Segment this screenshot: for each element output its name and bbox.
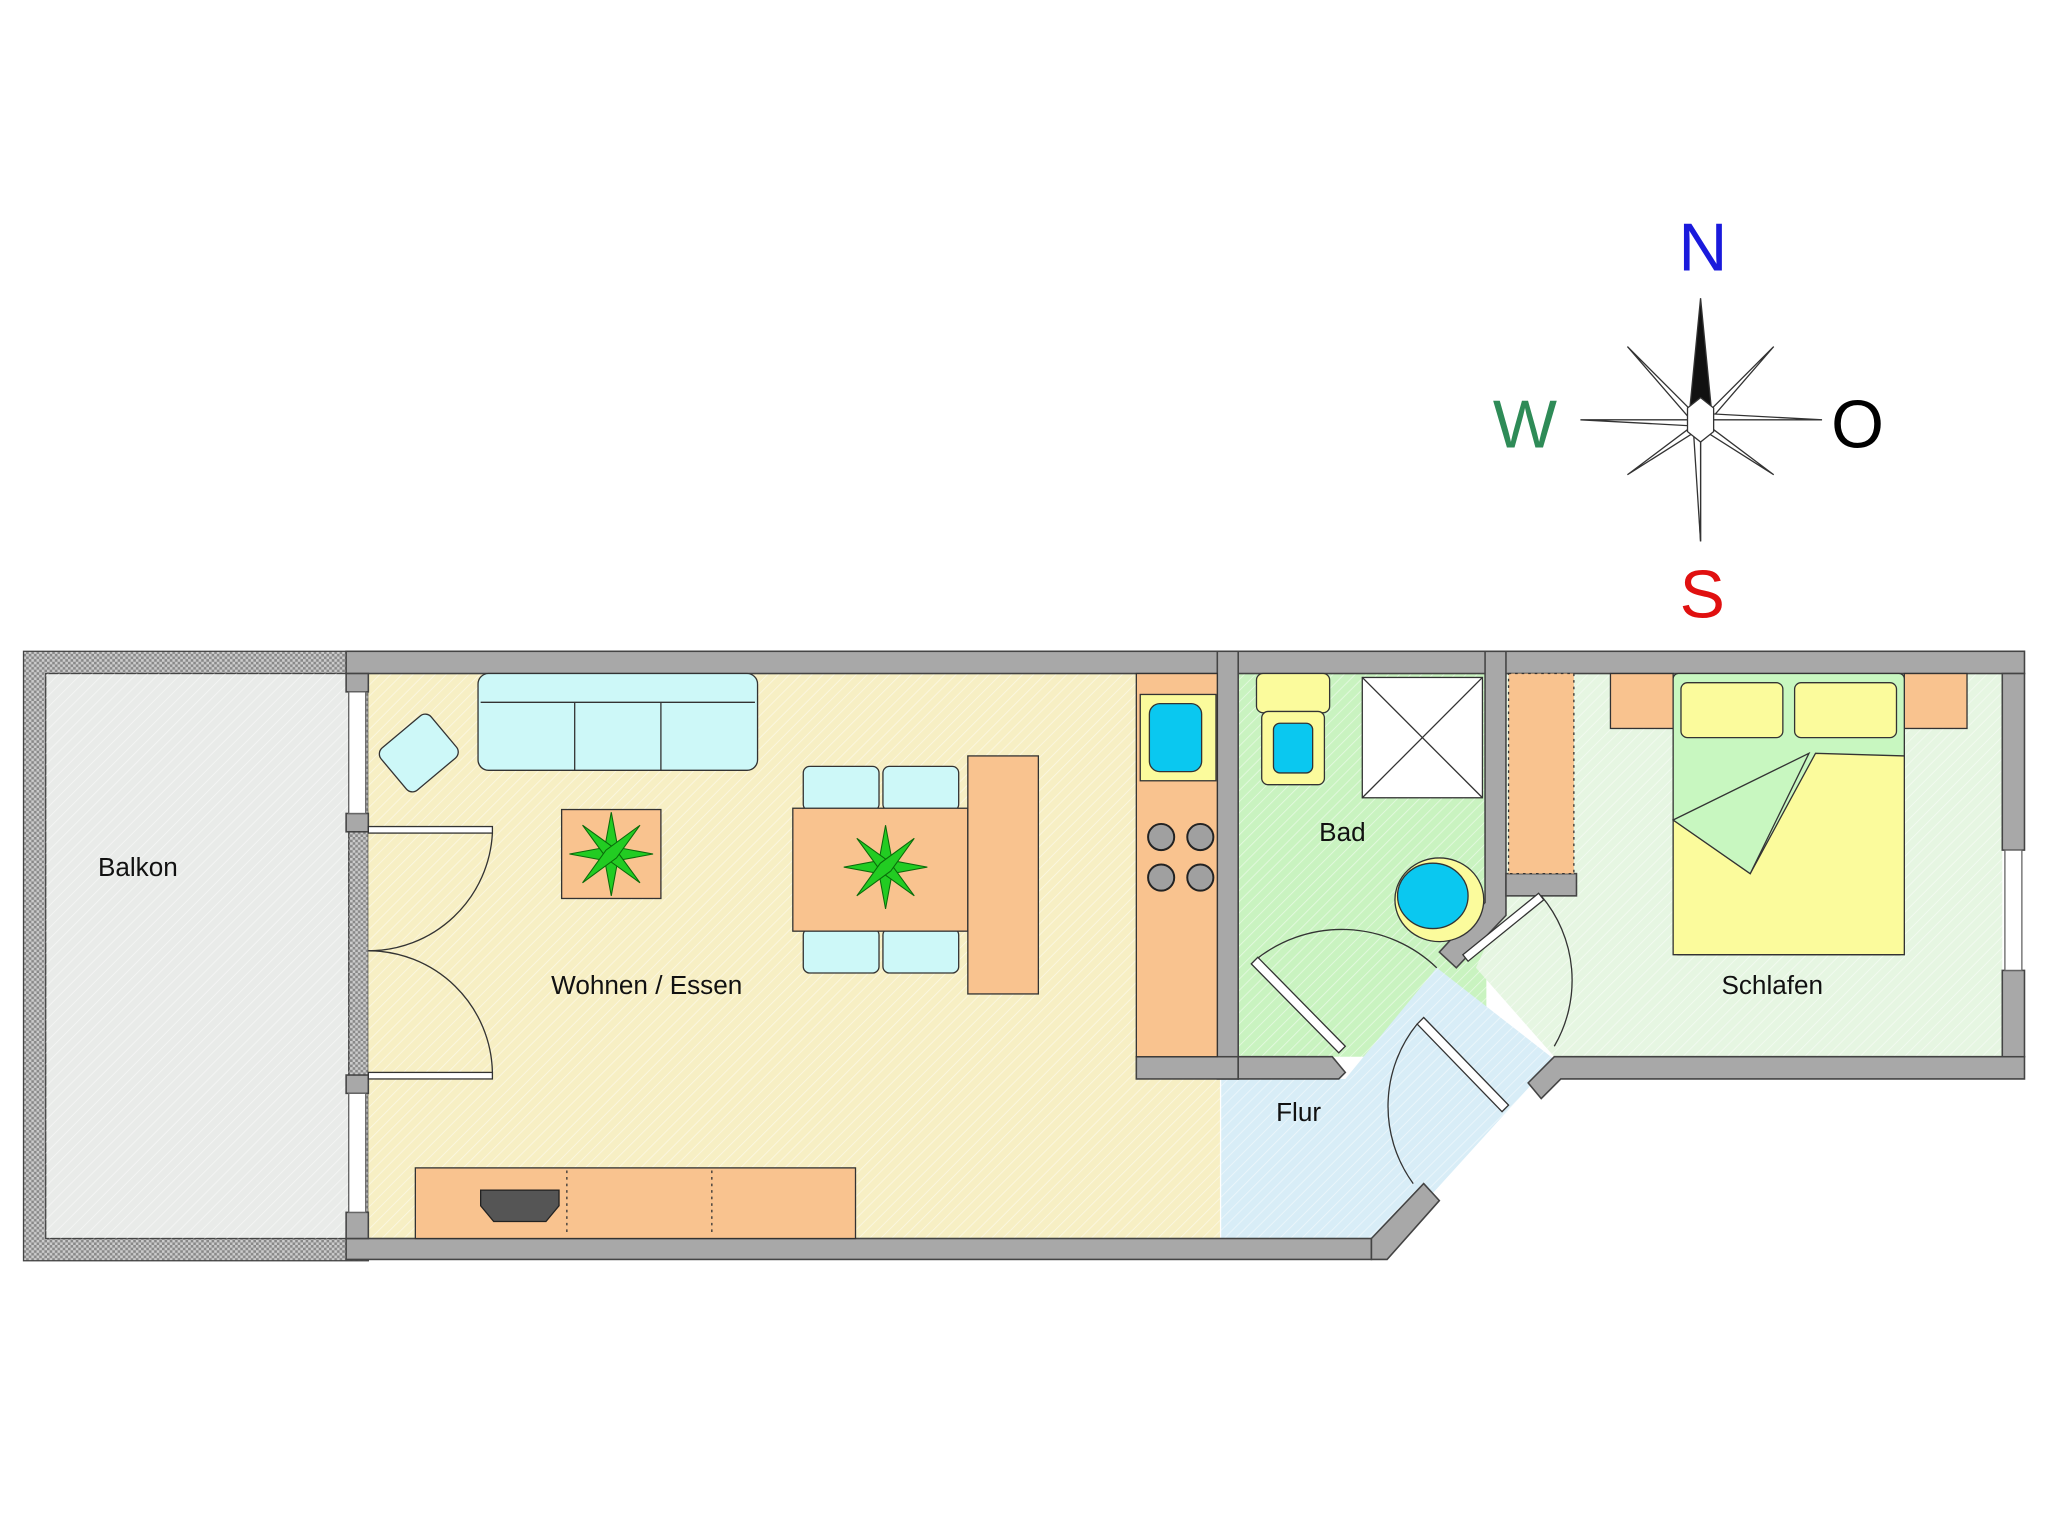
nightstand-left bbox=[1609, 672, 1674, 730]
shower bbox=[1361, 676, 1484, 799]
plant-table bbox=[560, 808, 662, 900]
bed bbox=[1671, 672, 1905, 956]
compass-rose-icon: N W O S bbox=[1493, 210, 1884, 633]
balcony-door[interactable] bbox=[367, 825, 494, 1080]
room-label-wohnen: Wohnen / Essen bbox=[551, 970, 742, 1000]
nightstand-right bbox=[1903, 672, 1968, 730]
tv-cabinet bbox=[414, 1167, 857, 1240]
tv-icon bbox=[479, 1189, 560, 1223]
sideboard bbox=[967, 755, 1040, 995]
entrance-door[interactable] bbox=[1387, 1016, 1510, 1184]
windows bbox=[348, 691, 2023, 1214]
sofa bbox=[477, 672, 759, 771]
toilet bbox=[1255, 672, 1331, 786]
washbasin bbox=[1394, 857, 1485, 943]
compass-west: W bbox=[1493, 386, 1557, 462]
room-label-schlafen: Schlafen bbox=[1721, 970, 1823, 1000]
bathroom-door[interactable] bbox=[1250, 928, 1438, 1054]
sink-icon bbox=[1148, 702, 1203, 773]
compass-east: O bbox=[1831, 386, 1884, 462]
bedroom-door[interactable] bbox=[1461, 892, 1573, 1047]
balcony bbox=[22, 650, 369, 1262]
room-label-balkon: Balkon bbox=[98, 852, 178, 882]
walls bbox=[345, 650, 2026, 1261]
kitchen-counter bbox=[1135, 672, 1218, 1058]
armchair bbox=[378, 713, 459, 793]
wardrobe bbox=[1507, 672, 1575, 875]
room-label-bad: Bad bbox=[1319, 817, 1365, 847]
dining-table bbox=[792, 765, 969, 974]
compass-south: S bbox=[1680, 556, 1725, 632]
compass-north: N bbox=[1678, 210, 1727, 286]
room-label-flur: Flur bbox=[1276, 1097, 1321, 1127]
